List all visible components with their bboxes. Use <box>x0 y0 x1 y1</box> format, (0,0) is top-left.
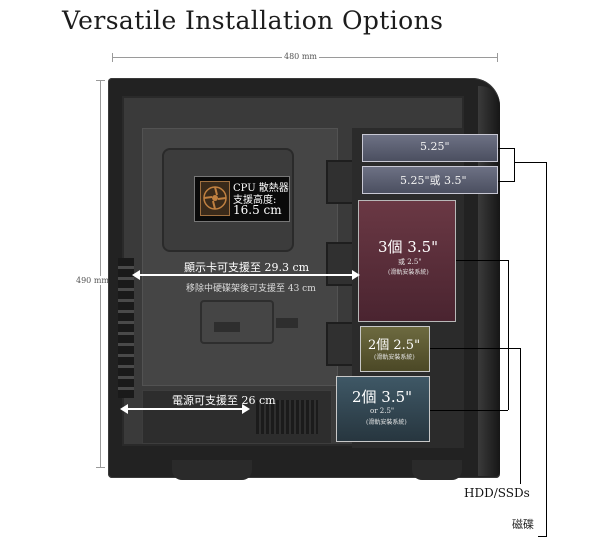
psu-vent <box>256 400 318 434</box>
gpu-arrow-right-head <box>352 270 360 280</box>
disc-label: 磁碟 <box>512 518 534 531</box>
ssd-cage-25 <box>360 326 430 372</box>
cpu-cooler-line2: 支援高度: <box>233 195 277 206</box>
gpu-arrow-left-head <box>132 270 140 280</box>
bay-525-2 <box>362 166 498 194</box>
ssd-cage-25-note: (滑軌安裝系統) <box>374 354 415 361</box>
hdd-cage-35-note: (滑軌安裝系統) <box>388 269 429 276</box>
callout-bay-line-h <box>514 162 546 163</box>
cable-routing-cutouts <box>200 300 274 344</box>
psu-arrow-left-head <box>120 404 128 414</box>
hdd-cage-35-title: 3個 3.5" <box>378 238 439 256</box>
bay-525-2-label: 5.25"或 3.5" <box>400 174 467 187</box>
bay-525-1-label: 5.25" <box>420 140 450 153</box>
hdd-ssd-label: HDD/SSDs <box>464 486 530 500</box>
fan-mount-2 <box>326 242 354 286</box>
callout-bay-line-end <box>538 536 547 537</box>
callout-bay-line-v <box>546 162 547 536</box>
width-dimension-tick-left <box>112 53 113 62</box>
hdd-cage-35-sub: 或 2.5" <box>398 258 422 266</box>
case-foot-right <box>412 460 462 480</box>
cpu-cooler-line3: 16.5 cm <box>233 203 282 217</box>
psu-arrow-right-head <box>242 404 250 414</box>
callout-bay-bracket <box>498 148 515 182</box>
hdd-cage-35-bottom <box>336 376 430 442</box>
hdd-cage-35-bottom-title: 2個 3.5" <box>352 388 413 406</box>
page-title: Versatile Installation Options <box>62 6 444 35</box>
fan-mount-1 <box>326 160 354 204</box>
cpu-cooler-line1: CPU 散熱器 <box>233 183 289 194</box>
height-dimension-tick-bottom <box>96 467 105 468</box>
cpu-cooler-icon <box>200 181 230 216</box>
hdd-cage-35 <box>358 200 456 322</box>
ssd-cage-25-title: 2個 2.5" <box>368 338 421 353</box>
case-foot-left <box>172 460 252 480</box>
gpu-arrow-line <box>140 274 352 276</box>
hdd-cage-35-bottom-note: (滑軌安裝系統) <box>366 419 407 426</box>
callout-cage35b-line <box>430 410 508 411</box>
fan-mount-3 <box>326 322 354 366</box>
gpu-length-label: 顯示卡可支援至 29.3 cm <box>184 261 310 274</box>
cable-routing-slot <box>214 322 240 332</box>
psu-length-label: 電源可支援至 26 cm <box>172 394 276 407</box>
callout-hdd-line-v <box>520 348 521 484</box>
callout-cage25-line <box>430 348 508 349</box>
height-dimension-line <box>100 80 101 468</box>
callout-cage-line-v <box>508 260 509 410</box>
height-dimension-label: 490 mm <box>74 276 111 285</box>
bay-525-1 <box>362 134 498 162</box>
psu-arrow-line <box>128 408 242 410</box>
callout-hdd-line-h <box>508 348 521 349</box>
callout-cage35-line <box>456 260 508 261</box>
fan-icon <box>203 186 227 210</box>
cable-routing-slot-2 <box>276 318 298 328</box>
width-dimension-label: 480 mm <box>282 52 319 61</box>
expansion-slots <box>118 258 134 398</box>
height-dimension-tick-top <box>96 80 105 81</box>
width-dimension-tick-right <box>497 53 498 62</box>
hdd-cage-35-bottom-sub: or 2.5" <box>370 407 395 415</box>
gpu-extended-label: 移除中硬碟架後可支援至 43 cm <box>186 284 316 294</box>
